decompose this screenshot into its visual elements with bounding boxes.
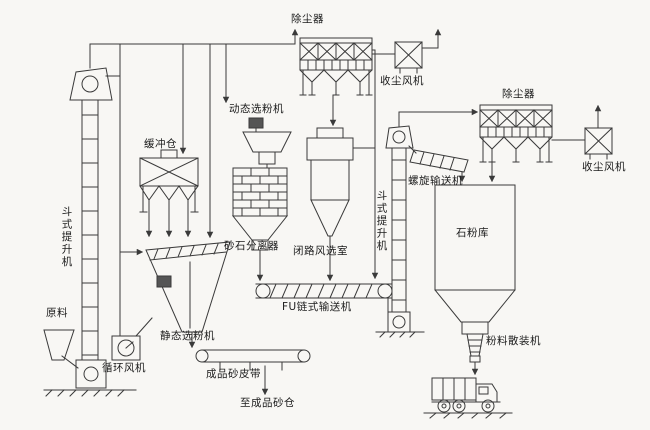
raw-material-hopper-drawing [43,329,79,369]
label-dust-fan-right: 收尘风机 [582,161,626,173]
label-closed-air-chamber: 闭路风选室 [293,245,348,257]
bulk-loader-drawing [461,321,489,363]
label-screw-conveyor: 螺旋输送机 [408,175,463,187]
label-fu-chain-conveyor: FU链式输送机 [282,301,352,313]
static-separator-drawing [145,241,231,333]
bucket-elevator-left-drawing [43,67,137,397]
dump-truck-drawing [423,377,513,419]
label-raw-material: 原料 [46,307,68,319]
label-bucket-elevator-left: 斗式提升机 [60,206,73,269]
dust-fan-top-drawing [394,41,423,74]
label-to-finished-silo: 至成品砂仓 [240,397,295,409]
circulation-fan-drawing [111,335,141,361]
label-dynamic-separator: 动态选粉机 [229,103,284,115]
cyclone-drawing [306,127,354,237]
label-finished-sand-belt: 成品砂皮带 [206,368,261,380]
stone-powder-silo-drawing [434,184,516,323]
dust-collector-top-drawing [299,37,373,96]
bucket-elevator-middle-drawing [375,125,425,338]
label-dust-collector-top: 除尘器 [291,13,324,25]
label-stone-powder-silo: 石粉库 [456,227,489,239]
sand-stone-separator-drawing [231,167,289,251]
label-circulation-fan: 循环风机 [102,362,146,374]
screw-conveyor-drawing [409,149,469,173]
flow-lines [89,28,602,396]
dynamic-separator-drawing [242,117,292,165]
label-dust-fan-top: 收尘风机 [380,75,424,87]
finished-sand-belt-drawing [195,349,311,371]
label-static-separator: 静态选粉机 [160,330,215,342]
label-buffer-bin: 缓冲仓 [144,138,177,150]
label-sand-stone-separator: 砂石分离器 [224,240,279,252]
label-bucket-elevator-middle: 斗式提升机 [375,190,388,253]
dust-fan-right-drawing [584,127,613,160]
label-bulk-loader: 粉料散装机 [486,335,541,347]
dust-collector-right-drawing [479,104,553,163]
fu-chain-conveyor-drawing [255,283,393,299]
label-dust-collector-right: 除尘器 [502,88,535,100]
